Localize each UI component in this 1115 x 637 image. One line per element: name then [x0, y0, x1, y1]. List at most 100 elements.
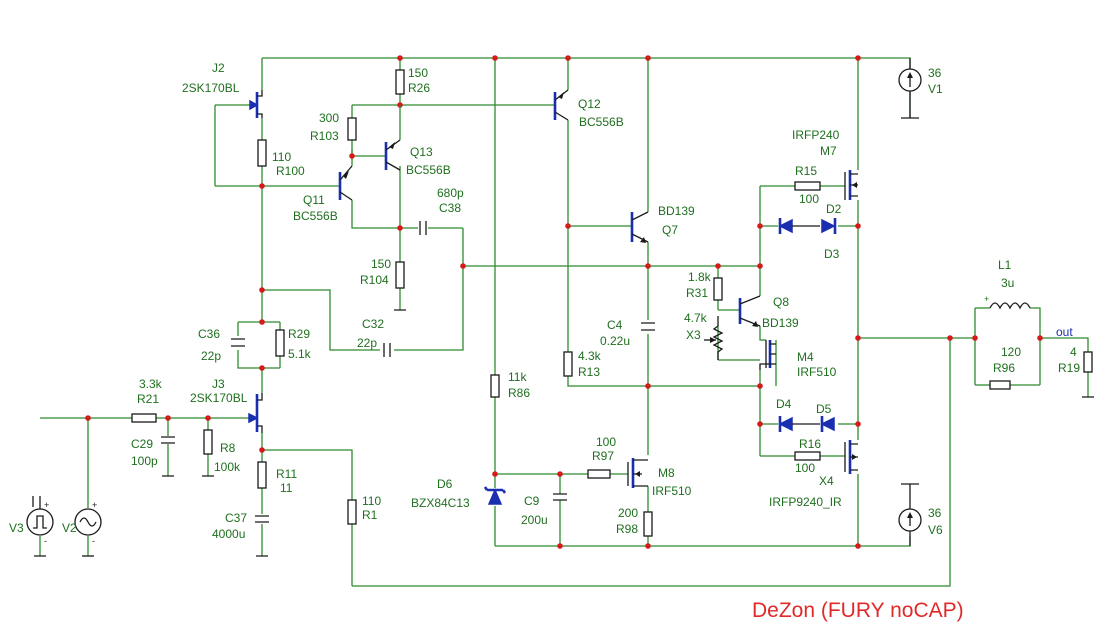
- resistor-r21: [131, 413, 157, 423]
- mosfet-m8: [627, 458, 648, 488]
- capacitor-c38: [419, 221, 427, 235]
- label-r98-value: 200: [618, 506, 638, 520]
- label-x3-ref: X3: [686, 328, 701, 342]
- resistor-r98: [643, 511, 653, 537]
- label-q11-type: BC556B: [293, 209, 338, 223]
- capacitor-c9: [553, 493, 567, 501]
- label-c29-value: 100p: [131, 454, 158, 468]
- resistor-r13: [563, 351, 573, 377]
- bjt-q12: [553, 89, 569, 121]
- label-r1-value: 110: [362, 494, 381, 508]
- resistor-r26: [395, 69, 405, 95]
- label-v1-value: 36: [928, 66, 942, 80]
- resistor-r86: [490, 374, 500, 398]
- label-c38-ref: C38: [439, 201, 461, 215]
- label-r97-value: 100: [596, 435, 616, 449]
- resistor-r8: [203, 429, 213, 455]
- label-r26-value: 150: [408, 66, 428, 80]
- label-v6-ref: V6: [928, 523, 943, 537]
- label-c36-ref: C36: [198, 327, 220, 341]
- label-r13-ref: R13: [578, 365, 600, 379]
- label-r8-ref: R8: [220, 441, 236, 455]
- label-c9-ref: C9: [524, 494, 540, 508]
- diode-d2: [821, 218, 837, 234]
- resistors: [131, 69, 1093, 537]
- svg-text:-: -: [44, 536, 47, 546]
- label-r15-ref: R15: [795, 164, 817, 178]
- label-x4-type: IRFP9240_IR: [769, 495, 842, 509]
- capacitor-c32: [383, 343, 391, 357]
- inductor-l1: +: [984, 294, 1031, 310]
- diode-d5: [820, 416, 835, 432]
- label-r86-ref: R86: [508, 386, 530, 400]
- resistor-r31: [713, 277, 723, 301]
- capacitors: [161, 221, 655, 523]
- label-c37-ref: C37: [225, 511, 247, 525]
- label-m4-ref: M4: [797, 350, 814, 364]
- label-r15-value: 100: [799, 192, 819, 206]
- capacitor-c29: [161, 436, 175, 444]
- capacitor-c4: [641, 322, 655, 331]
- label-r86-value: 11k: [508, 370, 527, 384]
- junctions: [85, 55, 1043, 549]
- label-d2-ref: D2: [826, 202, 842, 216]
- bjt-q7: [630, 211, 649, 243]
- label-q12-type: BC556B: [579, 115, 624, 129]
- label-c29-ref: C29: [131, 437, 153, 451]
- label-r26-ref: R26: [408, 81, 430, 95]
- svg-text:+: +: [44, 500, 49, 510]
- resistor-r100: [257, 139, 267, 167]
- mosfet-x4: [844, 440, 858, 474]
- label-m8-type: IRF510: [652, 484, 692, 498]
- label-q13-type: BC556B: [406, 163, 451, 177]
- label-m7-type: IRFP240: [792, 128, 840, 142]
- potentiometer-x3: [704, 316, 724, 360]
- label-r96-ref: R96: [993, 361, 1015, 375]
- label-x4-ref: X4: [819, 474, 834, 488]
- bjt-q8: [738, 295, 761, 327]
- label-r98-ref: R98: [616, 522, 638, 536]
- label-c32-value: 22p: [357, 336, 377, 350]
- label-v3-ref: V3: [9, 521, 24, 535]
- capacitor-c36: [231, 338, 245, 347]
- resistor-r1: [347, 499, 357, 525]
- ground-symbols: [162, 309, 1094, 557]
- label-m4-type: IRF510: [797, 365, 837, 379]
- source-v6: [898, 483, 922, 546]
- label-r100-value: 110: [272, 150, 291, 164]
- label-q8-ref: Q8: [773, 295, 789, 309]
- resistor-r16: [794, 451, 821, 461]
- label-j3-type: 2SK170BL: [190, 391, 248, 405]
- sources: + - + -: [26, 58, 1094, 557]
- label-r8-value: 100k: [214, 460, 241, 474]
- label-r13-value: 4.3k: [578, 349, 602, 363]
- label-d4-ref: D4: [776, 397, 792, 411]
- label-r103-ref: R103: [310, 129, 339, 143]
- label-v1-ref: V1: [928, 82, 943, 96]
- label-v2-ref: V2: [62, 521, 77, 535]
- label-q11-ref: Q11: [303, 193, 325, 207]
- label-r96-value: 120: [1001, 345, 1021, 359]
- labels: J2 2SK170BL 110 R100 150 R26 300 R103 Q1…: [9, 61, 1080, 622]
- label-r97-ref: R97: [592, 449, 614, 463]
- zener-d6: [483, 486, 507, 505]
- label-r11-ref: R11: [276, 467, 297, 481]
- diode-d4: [778, 416, 820, 432]
- resistor-r15: [794, 181, 821, 191]
- label-q8-type: BD139: [762, 316, 799, 330]
- diode-d3: [778, 218, 820, 234]
- bjt-q13: [384, 105, 401, 171]
- label-r11-value: 11: [280, 481, 293, 495]
- label-v6-value: 36: [928, 506, 942, 520]
- label-d5-ref: D5: [816, 402, 832, 416]
- label-r21-ref: R21: [137, 392, 159, 406]
- label-r16-value: 100: [795, 461, 815, 475]
- source-v1: [898, 58, 922, 119]
- capacitor-c37: [255, 515, 269, 523]
- label-j3-ref: J3: [212, 377, 225, 391]
- resistor-r11: [257, 461, 267, 489]
- label-r104-value: 150: [371, 257, 391, 271]
- label-r29-value: 5.1k: [288, 347, 312, 361]
